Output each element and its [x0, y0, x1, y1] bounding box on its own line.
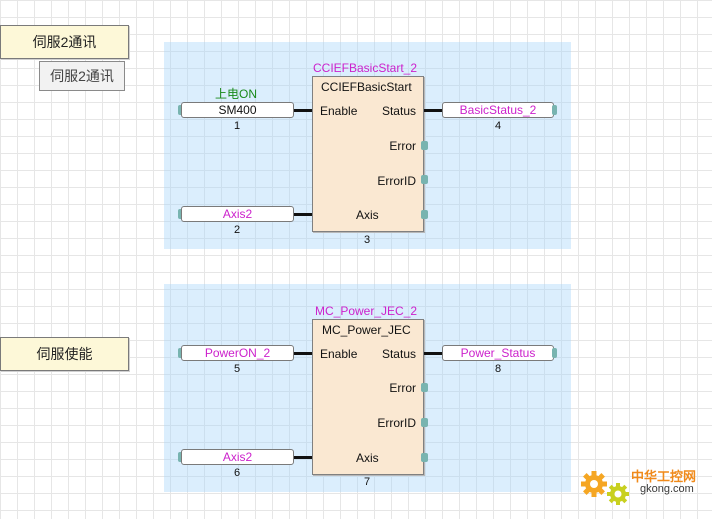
variable-number: 2: [233, 224, 241, 236]
wire: [294, 456, 312, 459]
function-block-mc-power-jec[interactable]: MC_Power_JEC Enable Status Error ErrorID…: [312, 319, 424, 475]
pin-status[interactable]: Status: [381, 104, 416, 118]
pin-connector-axis-out[interactable]: [421, 210, 428, 219]
fb-type-name: CCIEFBasicStart: [321, 80, 412, 94]
variable-axis2[interactable]: Axis2: [181, 206, 294, 222]
variable-number: 4: [494, 120, 502, 132]
comment-text: 伺服使能: [36, 346, 93, 362]
pin-axis[interactable]: Axis: [356, 451, 379, 465]
wire: [424, 352, 442, 355]
variable-power-status[interactable]: Power_Status: [442, 345, 554, 361]
wire: [424, 109, 442, 112]
variable-number: 1: [233, 120, 241, 132]
comment-text: 伺服2通讯: [32, 34, 97, 50]
var-connector: [178, 209, 183, 219]
pin-error[interactable]: Error: [389, 139, 416, 153]
variable-sm400[interactable]: SM400: [181, 102, 294, 118]
pin-errorid[interactable]: ErrorID: [377, 174, 416, 188]
var-connector: [178, 452, 183, 462]
comment-box-servo-comm[interactable]: 伺服2通讯: [0, 25, 129, 59]
wire: [294, 109, 312, 112]
pin-connector-axis-out[interactable]: [421, 453, 428, 462]
var-connector: [552, 105, 557, 115]
function-block-cciefbasicstart[interactable]: CCIEFBasicStart Enable Status Error Erro…: [312, 76, 424, 232]
variable-basicstatus-2[interactable]: BasicStatus_2: [442, 102, 554, 118]
wire: [294, 352, 312, 355]
variable-number: 8: [494, 363, 502, 375]
block-number: 3: [363, 234, 371, 246]
variable-poweron-2[interactable]: PowerON_2: [181, 345, 294, 361]
block-number: 7: [363, 476, 371, 488]
pin-connector-error[interactable]: [421, 141, 428, 150]
pin-connector-errorid[interactable]: [421, 175, 428, 184]
pin-enable[interactable]: Enable: [320, 347, 358, 361]
fb-instance-name[interactable]: MC_Power_JEC_2: [315, 304, 418, 318]
comment-box-servo-enable[interactable]: 伺服使能: [0, 337, 129, 371]
var-connector: [552, 348, 557, 358]
pin-connector-error[interactable]: [421, 383, 428, 392]
watermark-brand: 中华工控网: [631, 469, 697, 484]
watermark-url: gkong.com: [640, 483, 694, 495]
pin-enable[interactable]: Enable: [320, 104, 358, 118]
wire: [294, 213, 312, 216]
variable-comment: 上电ON: [215, 87, 258, 101]
fb-instance-name[interactable]: CCIEFBasicStart_2: [313, 61, 418, 75]
gear-logo-icon: [581, 471, 629, 505]
variable-number: 6: [233, 467, 241, 479]
var-connector: [178, 105, 183, 115]
var-connector: [178, 348, 183, 358]
pin-error[interactable]: Error: [389, 381, 416, 395]
label-box-servo-comm[interactable]: 伺服2通讯: [39, 61, 125, 91]
fb-type-name: MC_Power_JEC: [322, 323, 411, 337]
pin-connector-errorid[interactable]: [421, 418, 428, 427]
pin-status[interactable]: Status: [381, 347, 416, 361]
pin-errorid[interactable]: ErrorID: [377, 416, 416, 430]
variable-number: 5: [233, 363, 241, 375]
label-text: 伺服2通讯: [50, 68, 114, 84]
pin-axis[interactable]: Axis: [356, 208, 379, 222]
variable-axis2[interactable]: Axis2: [181, 449, 294, 465]
